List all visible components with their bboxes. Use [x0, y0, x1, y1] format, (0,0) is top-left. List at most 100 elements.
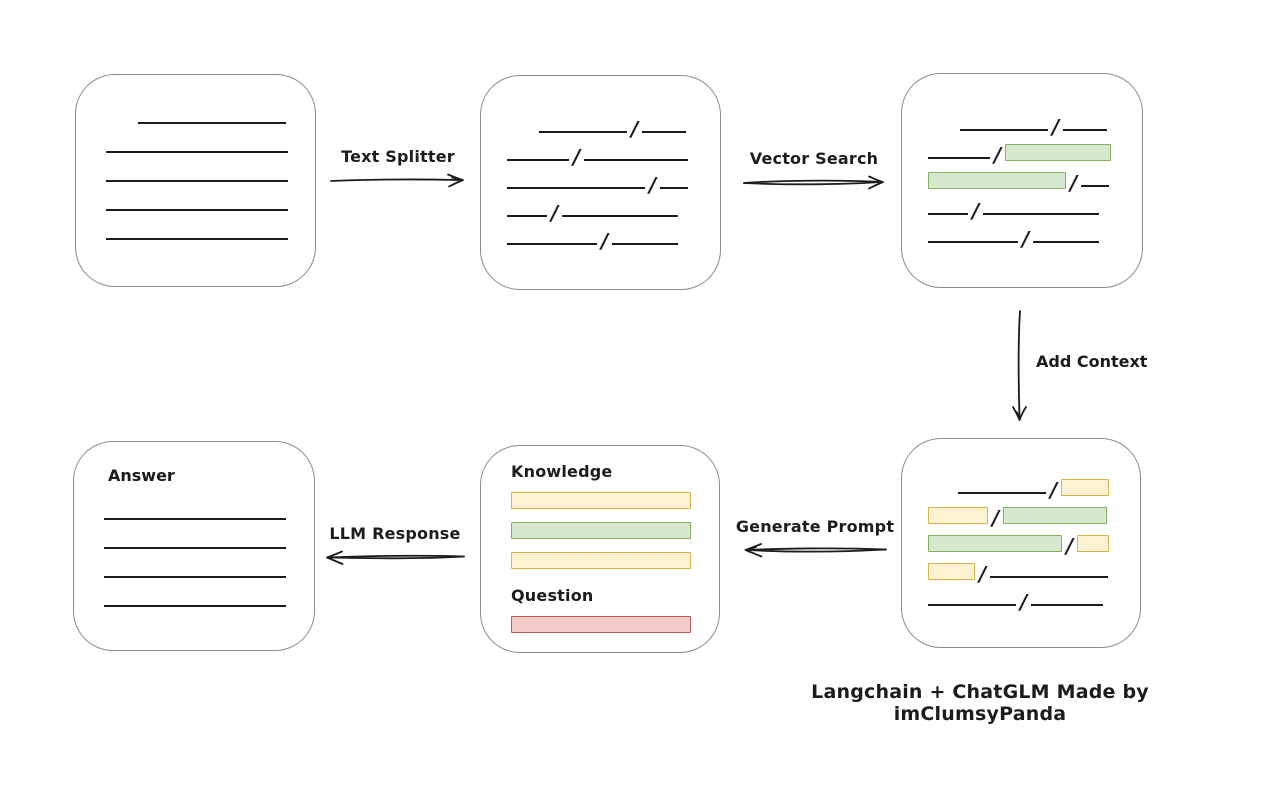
slash-separator: / [1022, 227, 1030, 251]
document-text-lines [106, 75, 288, 286]
text-line [106, 150, 288, 153]
text-line [928, 241, 1018, 243]
green-chunk [928, 172, 1066, 189]
chunk-row: / [928, 561, 1116, 586]
prompt-node: Knowledge Question [480, 445, 720, 653]
text-line [990, 575, 1109, 578]
text-line [104, 605, 286, 607]
text-line [928, 157, 990, 159]
chunk-row: / [928, 171, 1118, 195]
chunk-row: / [928, 477, 1116, 502]
text-line [562, 215, 679, 217]
text-line [1063, 129, 1108, 131]
yellow-bar [511, 552, 691, 569]
green-bar [511, 522, 691, 539]
slash-separator: / [992, 505, 1000, 530]
chunk-row: / [507, 117, 696, 141]
llm-response-label: LLM Response [329, 524, 461, 543]
text-line [104, 518, 286, 520]
text-line [1081, 185, 1110, 187]
slash-separator: / [573, 145, 581, 169]
source-document-node [75, 74, 316, 287]
knowledge-heading: Knowledge [511, 462, 613, 481]
chunk-row: / [507, 145, 696, 169]
slash-separator: / [601, 229, 609, 253]
right-arrow-icon [330, 173, 464, 188]
text-line [507, 215, 547, 217]
slash-separator: / [972, 199, 980, 223]
yellow-chunk [1077, 534, 1110, 552]
slash-separator: / [1070, 171, 1078, 195]
add-context-arrow: Add Context [1008, 308, 1168, 426]
slash-separator: / [1052, 115, 1060, 139]
slash-separator: / [631, 117, 639, 141]
chunk-row: / [928, 143, 1118, 167]
text-line [928, 213, 968, 215]
text-line [612, 243, 679, 245]
yellow-bar [511, 492, 691, 509]
text-line [507, 243, 597, 245]
generate-prompt-label: Generate Prompt [735, 517, 895, 536]
text-line [660, 187, 689, 189]
slash-separator: / [994, 143, 1002, 167]
text-line [642, 131, 687, 133]
text-line [584, 159, 689, 161]
context-rows: / / / / / [928, 439, 1116, 647]
chunk-rows: / / / / / [507, 76, 696, 289]
split-chunks-node: / / / / / [480, 75, 721, 290]
text-line [104, 547, 286, 549]
text-line [106, 208, 288, 211]
text-line [928, 603, 1016, 606]
attribution-text: Langchain + ChatGLM Made by imClumsyPand… [811, 681, 1149, 725]
matched-chunk-rows: / / / / / [928, 74, 1118, 287]
green-chunk [1005, 144, 1112, 161]
slash-separator: / [979, 561, 987, 586]
chunk-row: / [928, 533, 1116, 558]
yellow-chunk [928, 562, 975, 580]
text-line [507, 159, 569, 161]
chunk-row: / [928, 227, 1118, 251]
text-line [104, 576, 286, 578]
add-context-label: Add Context [1036, 352, 1148, 371]
left-arrow-icon [326, 550, 465, 565]
slash-separator: / [649, 173, 657, 197]
yellow-chunk [928, 506, 988, 524]
llm-response-arrow: LLM Response [320, 524, 470, 567]
slash-separator: / [1066, 533, 1074, 558]
text-line [958, 491, 1046, 494]
generate-prompt-arrow: Generate Prompt [733, 517, 897, 560]
slash-separator: / [551, 201, 559, 225]
chunk-row: / [507, 201, 696, 225]
question-heading: Question [511, 586, 594, 605]
text-line [106, 237, 288, 240]
chunk-row: / [507, 173, 696, 197]
chunk-row: / [928, 115, 1118, 139]
green-chunk [1003, 506, 1108, 524]
text-line [1031, 603, 1104, 606]
answer-heading: Answer [108, 466, 175, 485]
context-chunks-node: / / / / / [901, 438, 1141, 648]
text-line [1033, 241, 1100, 243]
text-splitter-arrow: Text Splitter [328, 147, 468, 190]
text-line [539, 131, 627, 133]
question-bars [511, 616, 691, 633]
answer-text-lines [104, 490, 286, 650]
text-line [507, 187, 645, 189]
vector-search-result-node: / / / / / [901, 73, 1143, 288]
green-chunk [928, 534, 1062, 552]
text-splitter-label: Text Splitter [341, 147, 455, 166]
right-arrow-icon [743, 175, 884, 190]
chunk-row: / [928, 199, 1118, 223]
yellow-chunk [1061, 478, 1110, 496]
down-arrow-icon [1012, 310, 1027, 421]
text-line [106, 179, 288, 182]
knowledge-bars [511, 492, 691, 569]
text-line [960, 129, 1048, 131]
vector-search-arrow: Vector Search [740, 149, 888, 192]
vector-search-label: Vector Search [749, 149, 879, 168]
left-arrow-icon [744, 543, 887, 558]
slash-separator: / [1020, 589, 1028, 614]
slash-separator: / [1050, 477, 1058, 502]
text-line [983, 213, 1100, 215]
